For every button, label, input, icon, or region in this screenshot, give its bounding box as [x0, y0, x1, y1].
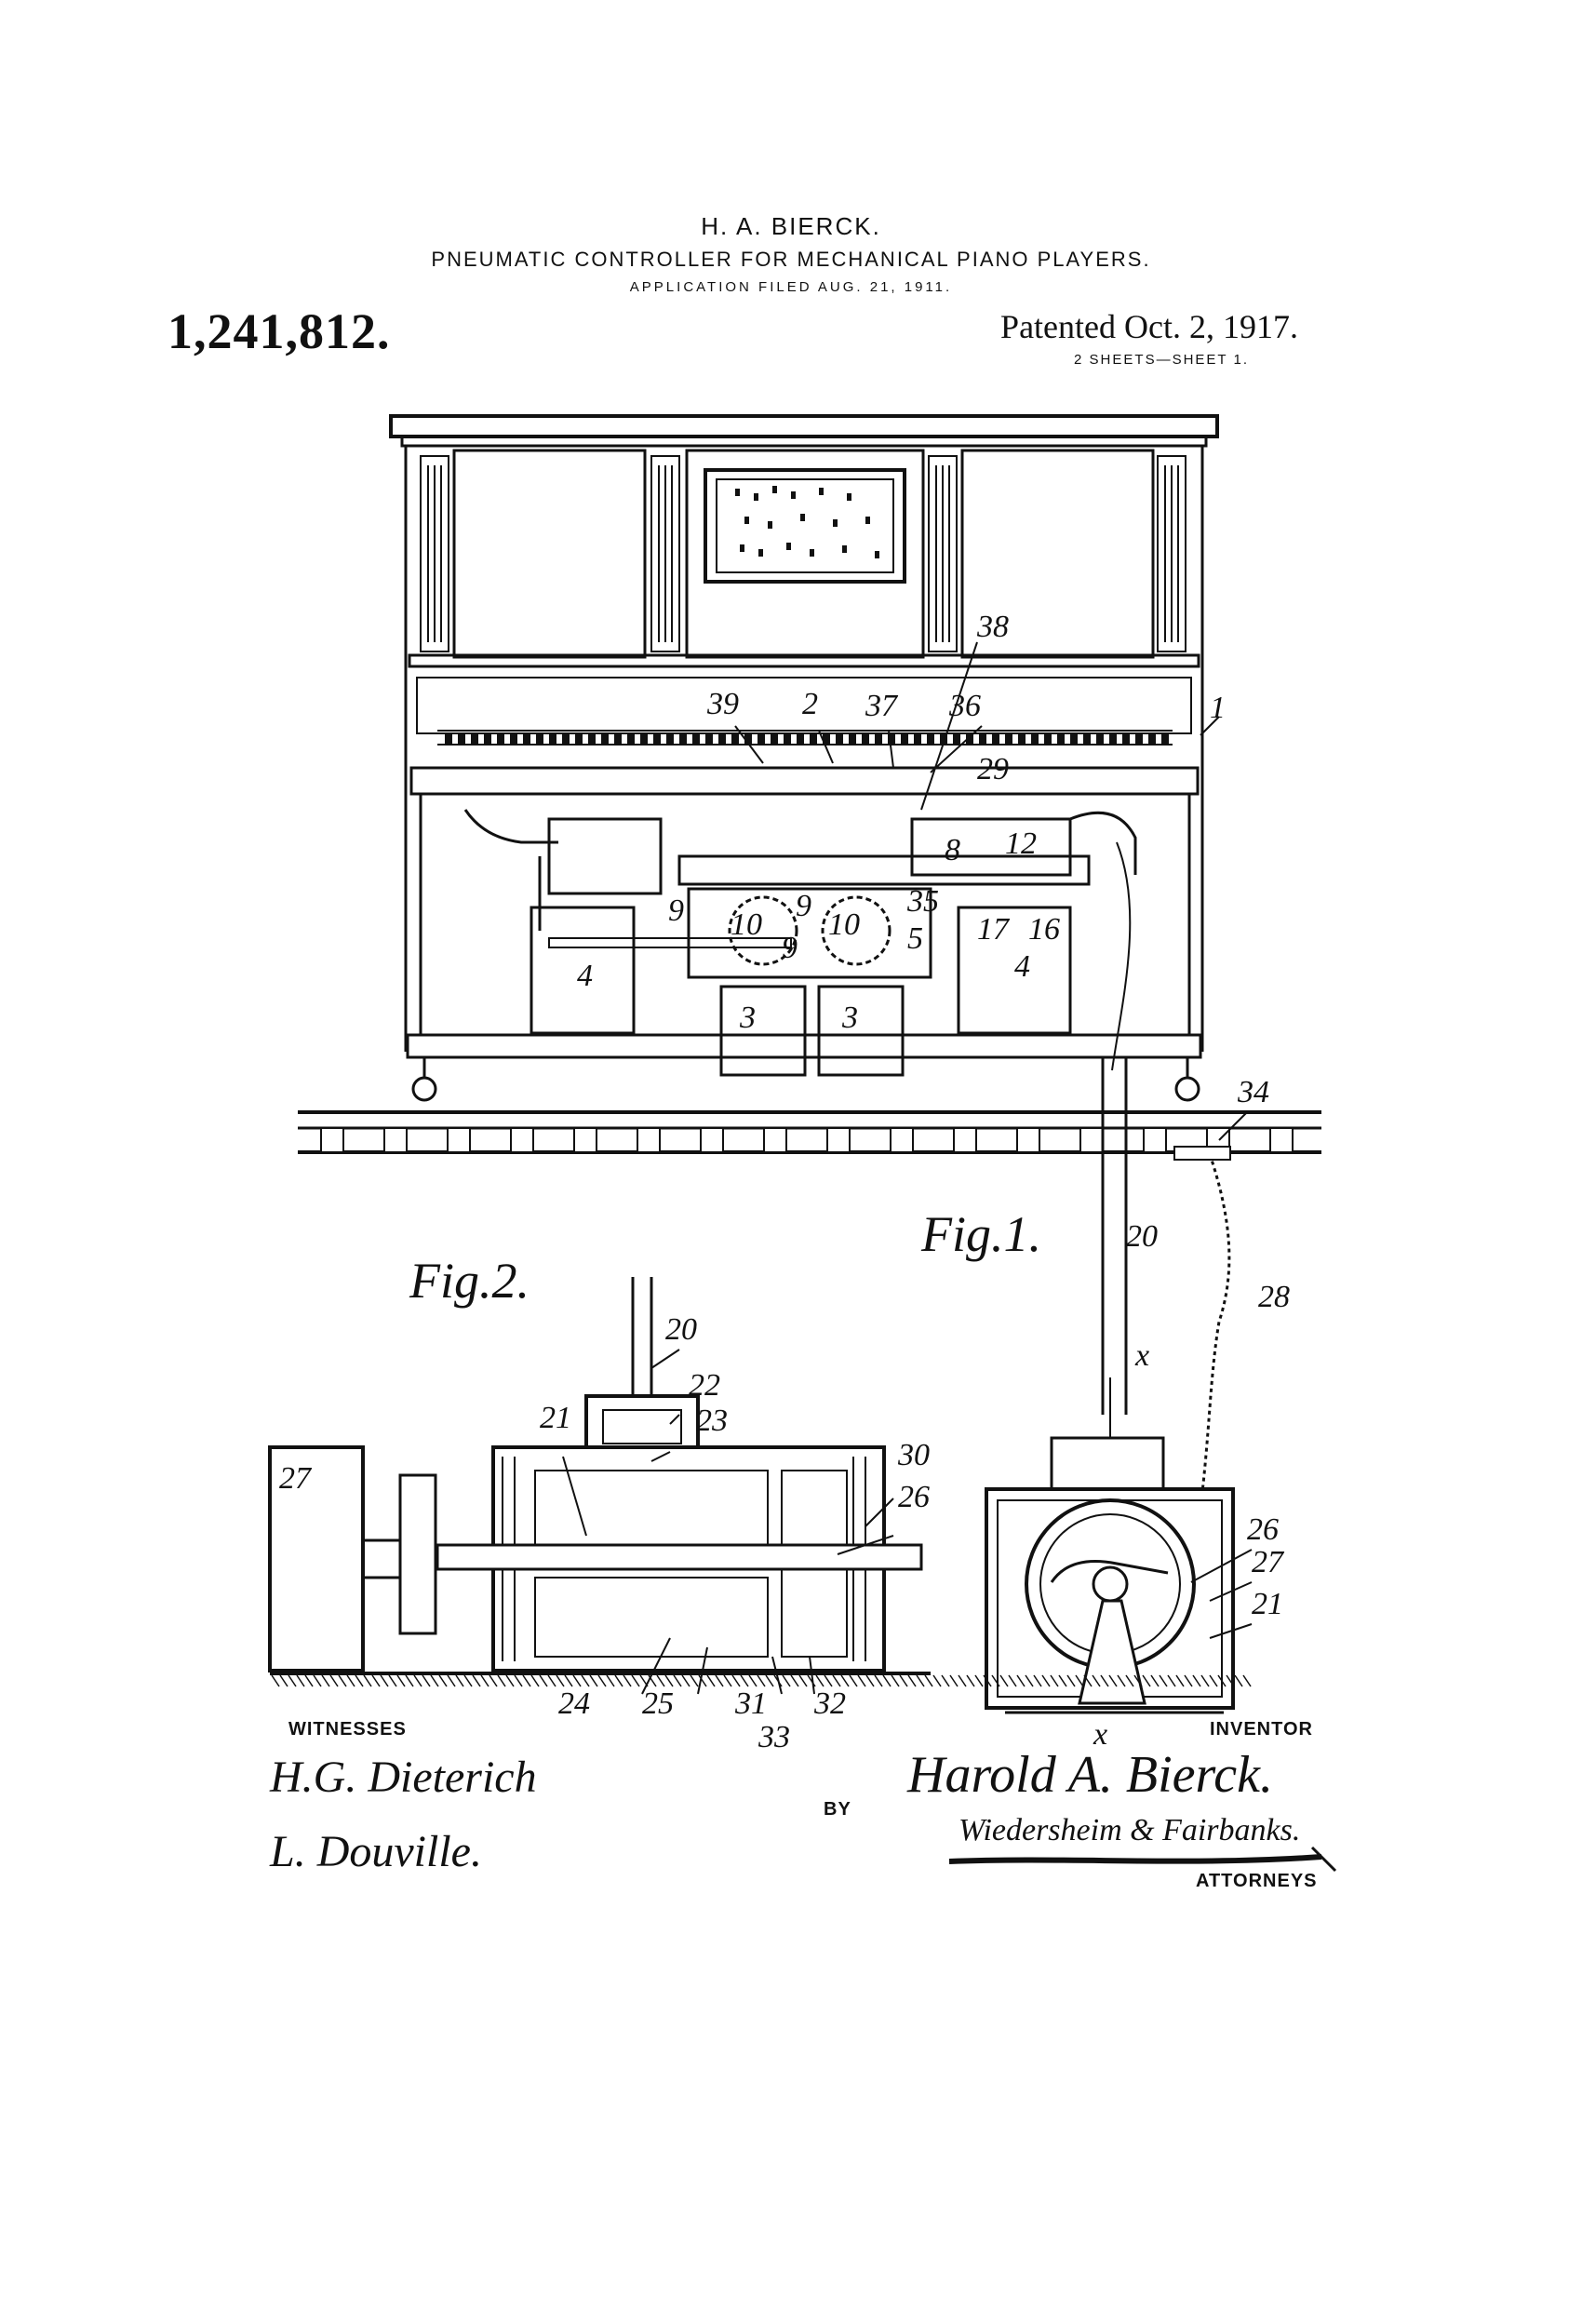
fig2-section-drawing — [268, 1277, 1252, 1687]
ref-numeral-1: 1 — [1210, 691, 1226, 725]
ref-numeral-x-top: x — [1135, 1338, 1150, 1373]
patent-number: 1,241,812. — [168, 303, 391, 359]
ref-numeral-35: 35 — [907, 884, 939, 919]
ref-numeral-33: 33 — [758, 1720, 790, 1754]
ref-numeral-37: 37 — [865, 689, 897, 723]
ref-numeral-5: 5 — [907, 921, 923, 956]
ref-numeral-36: 36 — [949, 689, 981, 723]
inventor-name-header: H. A. BIERCK. — [701, 212, 881, 240]
ref-numeral-4b: 4 — [1014, 949, 1030, 984]
ref-numeral-27-fig1: 27 — [1252, 1545, 1283, 1579]
ref-numeral-9a: 9 — [668, 893, 684, 928]
ref-numeral-27-fig2: 27 — [279, 1461, 311, 1496]
ref-numeral-21-fig2: 21 — [540, 1401, 571, 1435]
ref-numeral-12: 12 — [1005, 826, 1037, 861]
ref-numeral-16: 16 — [1028, 912, 1060, 947]
ref-numeral-20-fig1: 20 — [1126, 1219, 1158, 1254]
ref-numeral-39: 39 — [707, 687, 739, 721]
fig1-piano-drawing — [298, 414, 1321, 1509]
inventor-signature: Harold A. Bierck. — [907, 1746, 1273, 1804]
fig1-label: Fig.1. — [921, 1206, 1041, 1262]
patented-date: Patented Oct. 2, 1917. — [1000, 308, 1298, 345]
ref-numeral-9b: 9 — [796, 889, 811, 923]
fig2-label: Fig.2. — [409, 1253, 530, 1309]
ref-numeral-34: 34 — [1238, 1075, 1269, 1109]
ref-numeral-25: 25 — [642, 1686, 674, 1721]
ref-numeral-30: 30 — [898, 1438, 930, 1472]
sheet-info: 2 SHEETS—SHEET 1. — [1074, 352, 1249, 368]
by-caption: BY — [824, 1799, 851, 1820]
ref-numeral-3b: 3 — [842, 1001, 858, 1035]
ref-numeral-22: 22 — [689, 1368, 720, 1403]
patent-title: PNEUMATIC CONTROLLER FOR MECHANICAL PIAN… — [431, 248, 1151, 271]
ref-numeral-8: 8 — [945, 833, 960, 867]
ref-numeral-21-fig1: 21 — [1252, 1587, 1283, 1621]
attorneys-caption: ATTORNEYS — [1196, 1871, 1318, 1891]
ref-numeral-9c: 9 — [782, 931, 798, 965]
ref-numeral-24: 24 — [558, 1686, 590, 1721]
witness-signature-2: L. Douville. — [270, 1827, 482, 1876]
ref-numeral-28: 28 — [1258, 1280, 1290, 1314]
attorneys-signature: Wiedersheim & Fairbanks. — [959, 1813, 1301, 1847]
inventor-caption: INVENTOR — [1210, 1719, 1313, 1740]
ref-numeral-31: 31 — [735, 1686, 767, 1721]
ref-numeral-x-bottom: x — [1093, 1717, 1108, 1752]
ref-numeral-10b: 10 — [828, 907, 860, 942]
ref-numeral-20-fig2: 20 — [665, 1312, 697, 1347]
ref-numeral-32: 32 — [814, 1686, 846, 1721]
ref-numeral-3a: 3 — [740, 1001, 756, 1035]
ref-numeral-10a: 10 — [731, 907, 762, 942]
ref-numeral-29: 29 — [977, 752, 1009, 786]
ref-numeral-26-fig1: 26 — [1247, 1512, 1279, 1547]
ref-numeral-38: 38 — [977, 610, 1009, 644]
fig1-motor-drawing — [985, 1377, 1235, 1714]
ref-numeral-26-fig2: 26 — [898, 1480, 930, 1514]
witnesses-caption: WITNESSES — [288, 1719, 407, 1740]
witness-signature-1: H.G. Dieterich — [270, 1753, 537, 1802]
ref-numeral-2: 2 — [802, 687, 818, 721]
ref-numeral-23: 23 — [696, 1404, 728, 1438]
ref-numeral-4a: 4 — [577, 959, 593, 993]
application-filed-date: APPLICATION FILED AUG. 21, 1911. — [629, 279, 953, 295]
ref-numeral-17: 17 — [977, 912, 1009, 947]
